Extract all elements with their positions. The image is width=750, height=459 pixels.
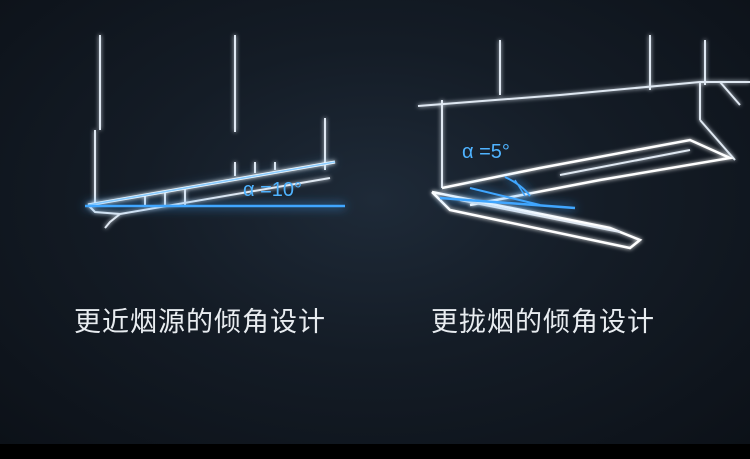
range-hood-angle-illustration: α =10° α =5° <box>68 35 750 250</box>
right-angle-label: α =5° <box>462 141 510 163</box>
right-rib <box>514 179 526 197</box>
right-angle-indicator <box>439 176 576 210</box>
right-upper-plate <box>441 138 735 207</box>
product-feature-banner: α =10° α =5° 更近烟源的倾 <box>0 0 750 444</box>
left-panel-lip <box>104 213 121 229</box>
right-hood-edge <box>719 81 741 106</box>
right-lower-plate <box>431 190 643 250</box>
left-angle-indicator <box>85 161 345 208</box>
right-plate-inner <box>559 149 691 176</box>
right-angle-baseline <box>439 196 576 210</box>
right-hood-drawing <box>417 35 750 250</box>
right-caption: 更拢烟的倾角设计 <box>431 307 655 338</box>
right-hood-top-line <box>417 81 750 107</box>
right-hood-edge <box>699 119 736 161</box>
right-angle-arc <box>504 176 531 197</box>
left-hood-drawing <box>68 35 345 229</box>
bottom-bar <box>0 444 750 459</box>
right-angle-ray <box>469 187 541 206</box>
left-caption: 更近烟源的倾角设计 <box>74 307 326 338</box>
left-angle-label: α =10° <box>243 179 302 201</box>
left-panel-lip <box>87 204 121 215</box>
right-lower-plate-inner <box>459 199 621 233</box>
left-tilted-panel-bottom <box>119 177 331 215</box>
left-angle-ray <box>87 161 336 206</box>
